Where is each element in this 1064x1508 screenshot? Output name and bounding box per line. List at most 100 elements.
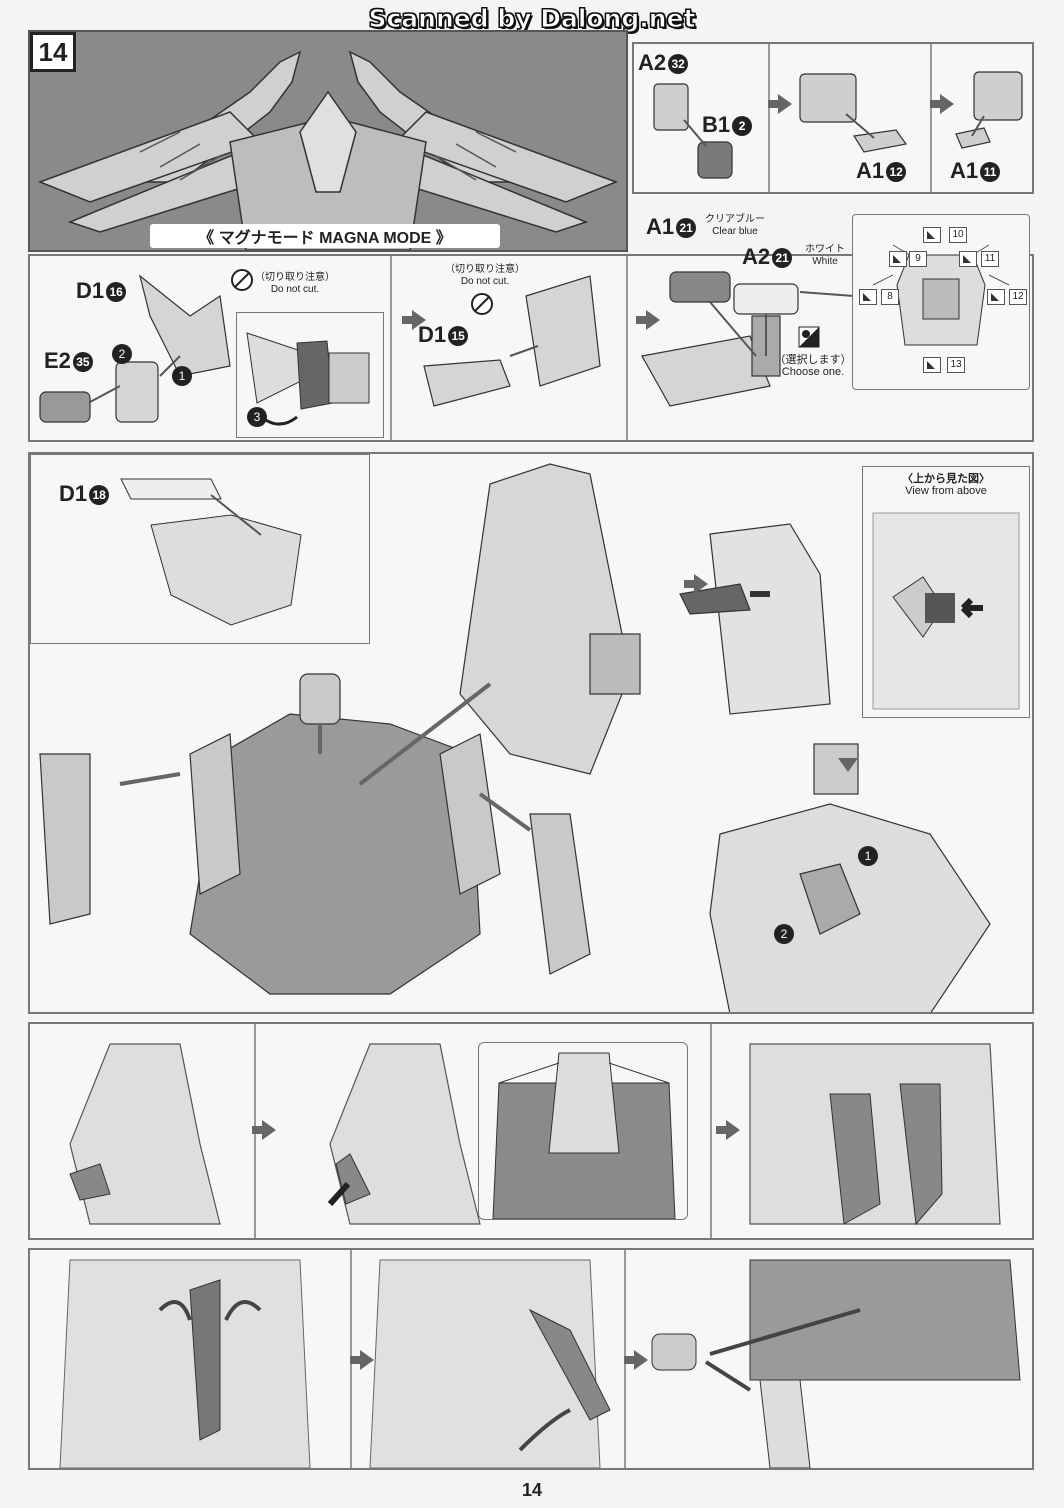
step-badge-2: 2 xyxy=(112,344,132,364)
part-code: A2 xyxy=(742,244,771,269)
head-crest-illustration xyxy=(120,478,302,626)
sticker-number: 12 xyxy=(1009,289,1027,305)
chest-assembly-panel xyxy=(28,1022,1034,1240)
step-arrow-icon xyxy=(402,310,426,330)
sticker-number: 8 xyxy=(881,289,899,305)
part-number-badge: 35 xyxy=(72,352,93,373)
page-number: 14 xyxy=(521,1480,543,1500)
sticker-flag-icon xyxy=(923,357,941,373)
do-not-cut-note: （切り取り注意） Do not cut. xyxy=(440,264,530,288)
sticker-flag-icon xyxy=(923,227,941,243)
step-badge-3: 3 xyxy=(247,407,267,427)
do-not-cut-jp: （切り取り注意） xyxy=(445,264,525,275)
panel-divider xyxy=(626,256,628,440)
step-arrow-icon xyxy=(350,1350,374,1370)
step-arrow-icon xyxy=(716,1120,740,1140)
head-front-illustration xyxy=(872,244,1010,346)
part-code: D1 xyxy=(76,278,105,303)
antenna-detail-illustration xyxy=(246,332,370,426)
sticker-number: 13 xyxy=(947,357,965,373)
part-number-badge: 11 xyxy=(980,162,1001,183)
top-view-illustration xyxy=(872,512,1020,710)
step-arrow-icon xyxy=(252,1120,276,1140)
do-not-cut-jp: （切り取り注意） xyxy=(255,272,335,283)
step-arrow-icon xyxy=(768,94,792,114)
white-jp: ホワイト xyxy=(805,244,845,255)
part-number-badge: 15 xyxy=(448,326,469,347)
no-cut-icon xyxy=(471,293,493,315)
panel-divider xyxy=(768,44,770,192)
sticker-flag-icon xyxy=(859,289,877,305)
step-badge-1: 1 xyxy=(858,846,878,866)
clear-blue-note: クリアブルー Clear blue xyxy=(702,214,768,238)
do-not-cut-note: （切り取り注意） Do not cut. xyxy=(250,272,340,296)
choose-one-icon xyxy=(798,326,820,348)
sticker-number: 11 xyxy=(981,251,999,267)
step-badge-1: 1 xyxy=(172,366,192,386)
part-code: A1 xyxy=(856,158,885,183)
choose-one-en: Choose one. xyxy=(781,366,845,378)
do-not-cut-en: Do not cut. xyxy=(460,276,510,287)
choose-one-note: （選択します） Choose one. xyxy=(768,354,858,378)
chest-assembly-illustration xyxy=(69,1043,1001,1226)
step-arrow-icon xyxy=(624,1350,648,1370)
part-code: A1 xyxy=(646,214,675,239)
hero-illustration xyxy=(37,50,619,250)
magna-mode-hero-panel xyxy=(28,30,628,252)
part-code: A1 xyxy=(950,158,979,183)
step-arrow-icon xyxy=(684,574,708,594)
no-cut-icon xyxy=(231,269,253,291)
sticker-number: 9 xyxy=(909,251,927,267)
antenna-assembly-illustration xyxy=(39,271,855,423)
white-en: White xyxy=(812,256,838,267)
main-body-illustration xyxy=(39,463,991,1012)
scanner-watermark: Scanned by Dalong.net xyxy=(368,4,696,34)
sticker-placement-panel: 10 9 11 8 12 13 xyxy=(852,214,1030,390)
part-number-badge: 12 xyxy=(886,162,907,183)
part-number-badge: 21 xyxy=(772,248,793,269)
step-arrow-icon xyxy=(636,310,660,330)
chest-detail-inset xyxy=(478,1042,688,1220)
sticker-flag-icon xyxy=(987,289,1005,305)
white-note: ホワイト White xyxy=(800,244,850,268)
part-number-badge: 32 xyxy=(668,54,689,75)
view-from-above-en: View from above xyxy=(905,485,987,497)
clear-blue-jp: クリアブルー xyxy=(705,214,765,225)
waist-assembly-panel xyxy=(28,1248,1034,1470)
part-number-badge: 18 xyxy=(89,485,110,506)
detail-inset-panel: 3 xyxy=(236,312,384,438)
part-code: E2 xyxy=(44,348,71,373)
view-from-above-label: 〈上から見た図〉 View from above xyxy=(863,473,1029,497)
waist-assembly-illustration xyxy=(59,1259,1021,1468)
part-code: A2 xyxy=(638,50,667,75)
sticker-flag-icon xyxy=(889,251,907,267)
step-badge-2: 2 xyxy=(774,924,794,944)
panel-divider xyxy=(710,1024,712,1238)
step-number: 14 xyxy=(30,32,76,72)
part-code: B1 xyxy=(702,112,731,137)
step-arrow-icon xyxy=(930,94,954,114)
part-code: D1 xyxy=(59,481,88,506)
part-number-badge: 21 xyxy=(676,218,697,239)
panel-divider xyxy=(930,44,932,192)
chest-detail-illustration xyxy=(492,1052,676,1219)
part-number-badge: 2 xyxy=(732,116,753,137)
head-parts-illustration xyxy=(653,71,1023,179)
magna-mode-banner: 《 マグナモード MAGNA MODE 》 xyxy=(150,224,500,248)
panel-divider xyxy=(390,256,392,440)
sticker-number: 10 xyxy=(949,227,967,243)
view-from-above-jp: 〈上から見た図〉 xyxy=(902,473,990,485)
choose-one-jp: （選択します） xyxy=(774,354,852,366)
